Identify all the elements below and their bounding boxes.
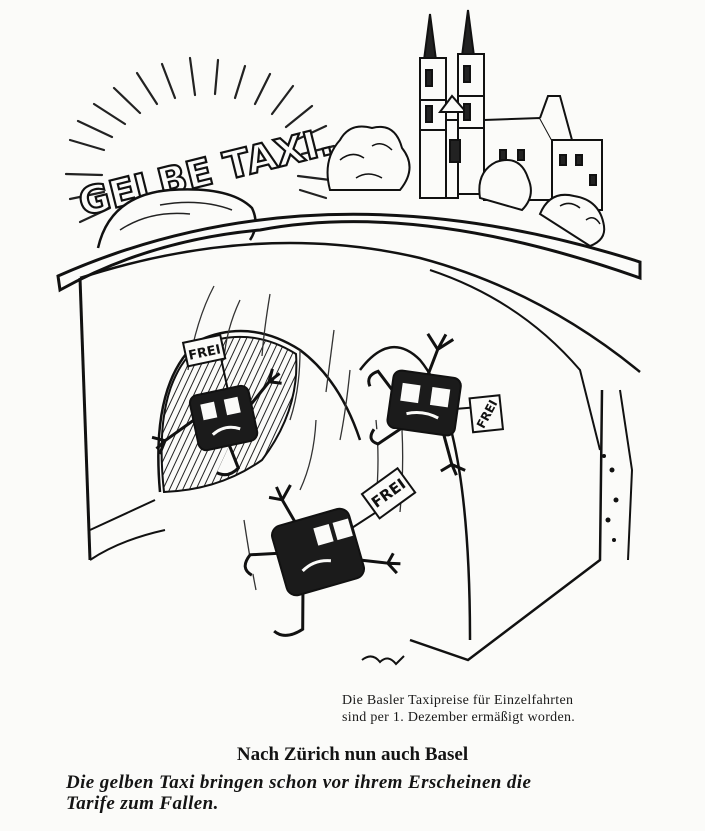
taxi-character-2: FREI (367, 333, 505, 476)
rain-marks (602, 454, 619, 542)
taxi-character-1: FREI (151, 333, 282, 477)
subheadline-line: Die gelben Taxi bringen schon vor ihrem … (66, 772, 532, 793)
subheadline-line: Tarife zum Fallen. (66, 793, 219, 814)
taxi-character-3: FREI (243, 466, 417, 637)
trees (326, 125, 606, 248)
artist-signature (361, 655, 405, 666)
illustration-caption: Die Basler Taxipreise für Einzelfahrten … (342, 692, 692, 726)
cartoon-illustration: GELBE TAXI. (56, 9, 642, 666)
caption-line: Die Basler Taxipreise für Einzelfahrten (342, 693, 574, 708)
bridge-icon (56, 212, 642, 662)
caption-line: sind per 1. Dezember ermäßigt worden. (342, 710, 576, 725)
flag-label: FREI (187, 342, 222, 363)
sun-rays (64, 56, 336, 224)
headline: Nach Zürich nun auch Basel (236, 744, 469, 765)
subheadline: Die gelben Taxi bringen schon vor ihrem … (66, 772, 696, 814)
